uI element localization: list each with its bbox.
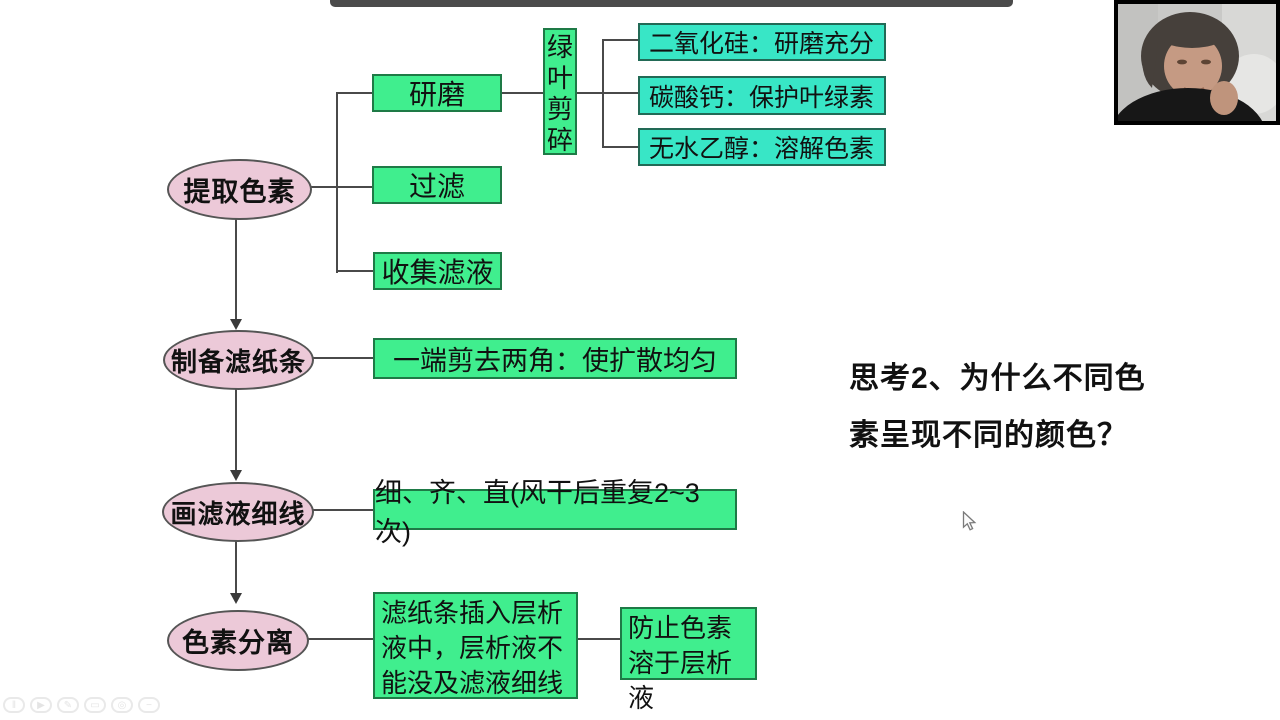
connector	[602, 39, 604, 148]
connector	[308, 509, 374, 511]
reagent-label: 碳酸钙：保护叶绿素	[649, 83, 875, 112]
note-label: 防止色素 溶于层析液	[628, 613, 733, 713]
magnifier-icon[interactable]: ◎	[111, 697, 133, 713]
flow-arrow	[235, 538, 237, 594]
pause-icon[interactable]: ‖	[3, 697, 25, 713]
note-label: 绿 叶 剪 碎	[546, 32, 573, 155]
tool-glyph: ▭	[90, 700, 100, 711]
note-label: 滤纸条插入层析 液中，层析液不 能没及滤液细线	[381, 598, 564, 698]
mouse-cursor	[962, 510, 977, 537]
arrow-down-icon	[230, 470, 242, 481]
connector	[336, 270, 374, 272]
stage-ellipse-separate: 色素分离	[167, 610, 309, 671]
step-box-grind: 研磨	[372, 74, 502, 112]
pen-icon[interactable]: ✎	[57, 697, 79, 713]
connector	[502, 92, 545, 94]
note-label: 细、齐、直(风干后重复2~3次)	[375, 477, 700, 547]
tool-glyph: ‖	[11, 700, 17, 711]
note-box-separation: 滤纸条插入层析 液中，层析液不 能没及滤液细线	[373, 592, 578, 699]
stage-label: 色素分离	[182, 628, 294, 658]
reagent-box-calcium: 碳酸钙：保护叶绿素	[638, 76, 886, 115]
annotation-toolbar: ‖ ▶ ✎ ▭ ◎ −	[3, 697, 160, 713]
tool-glyph: −	[146, 700, 152, 711]
connector	[306, 186, 374, 188]
note-label: 一端剪去两角：使扩散均匀	[393, 346, 717, 376]
connector	[602, 39, 639, 41]
note-box-leaf-cut: 绿 叶 剪 碎	[543, 28, 577, 155]
play-icon[interactable]: ▶	[30, 697, 52, 713]
note-box-reason: 防止色素 溶于层析液	[620, 607, 757, 713]
connector	[336, 92, 338, 273]
step-box-filter: 过滤	[372, 166, 502, 204]
connector	[602, 146, 639, 148]
tool-glyph: ◎	[117, 700, 127, 711]
note-box-prepare: 一端剪去两角：使扩散均匀	[373, 338, 737, 379]
presenter-video	[1118, 4, 1276, 121]
note-box-line: 细、齐、直(风干后重复2~3次)	[373, 478, 737, 547]
presenter-webcam	[1114, 0, 1280, 125]
stage-ellipse-extract: 提取色素	[167, 159, 312, 220]
connector	[308, 357, 374, 359]
question-text: 思考2、为什么不同色 素呈现不同的颜色？	[849, 362, 1146, 452]
step-label: 收集滤液	[381, 257, 494, 288]
flow-arrow	[235, 386, 237, 471]
stage-label: 制备滤纸条	[170, 346, 306, 377]
reagent-box-silica: 二氧化硅：研磨充分	[638, 23, 886, 61]
tool-glyph: ✎	[63, 700, 73, 711]
stage-label: 画滤液细线	[170, 498, 306, 529]
connector	[577, 638, 621, 640]
connector	[576, 92, 639, 94]
tool-glyph: ▶	[37, 700, 45, 711]
reagent-box-ethanol: 无水乙醇：溶解色素	[638, 128, 886, 166]
step-box-collect: 收集滤液	[373, 252, 502, 290]
title-bar-remnant	[330, 0, 1013, 7]
reagent-label: 无水乙醇：溶解色素	[649, 135, 875, 163]
stage-ellipse-draw-line: 画滤液细线	[162, 482, 314, 542]
minus-icon[interactable]: −	[138, 697, 160, 713]
flow-arrow	[235, 216, 237, 320]
connector	[336, 92, 374, 94]
stage-ellipse-prepare-strip: 制备滤纸条	[163, 330, 314, 390]
connector	[303, 638, 374, 640]
arrow-down-icon	[230, 593, 242, 604]
eraser-icon[interactable]: ▭	[84, 697, 106, 713]
reagent-label: 二氧化硅：研磨充分	[649, 30, 875, 58]
stage-label: 提取色素	[183, 177, 296, 207]
step-label: 过滤	[408, 171, 465, 202]
step-label: 研磨	[408, 79, 465, 110]
arrow-down-icon	[230, 319, 242, 330]
